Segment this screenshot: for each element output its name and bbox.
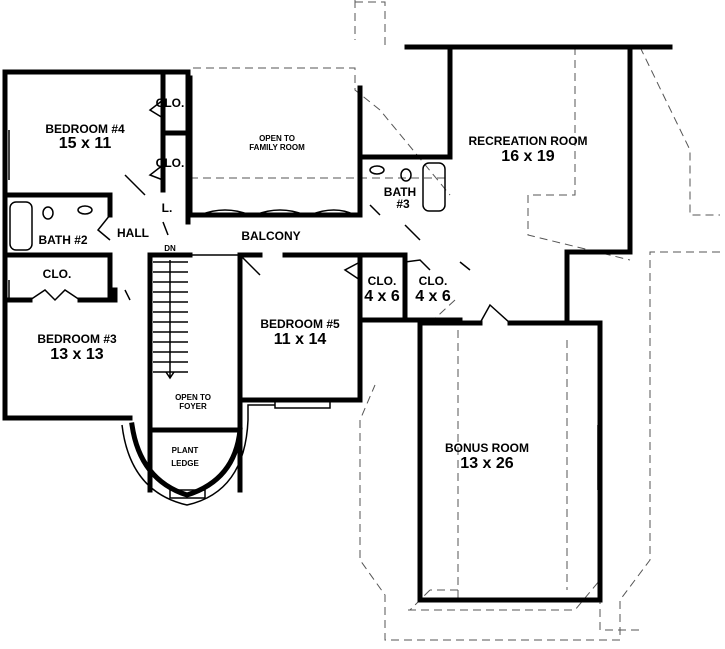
sink-bath2: [77, 205, 93, 215]
sink-bath3: [369, 165, 385, 175]
closet-label: CLO.: [156, 156, 185, 170]
bath2-label: BATH #2: [38, 233, 87, 247]
bedroom4-size: 15 x 11: [59, 135, 112, 152]
stair-down-label: DN: [164, 244, 176, 253]
closet-label: CLO.: [43, 267, 72, 281]
bathtub-bath3: [422, 162, 446, 212]
open-to-foyer-label: OPEN TO: [175, 393, 211, 402]
open-to-family-room-label: OPEN TO: [259, 134, 295, 143]
doors: [29, 99, 511, 324]
recreation-room-size: 16 x 19: [501, 148, 554, 165]
bathtub-bath2: [9, 201, 33, 251]
roof-lines: [190, 0, 720, 641]
plant-ledge-label: PLANT: [172, 446, 199, 455]
bonus-room-name: BONUS ROOM: [445, 441, 529, 455]
closet-b-name: CLO.: [419, 274, 448, 288]
bath3-label: BATH: [384, 185, 416, 199]
bedroom3-size: 13 x 13: [50, 346, 103, 363]
bedroom5-name: BEDROOM #5: [260, 317, 340, 331]
hall-label: HALL: [117, 226, 149, 240]
closet-label: CLO.: [156, 96, 185, 110]
bonus-room-size: 13 x 26: [460, 455, 513, 472]
staircase: [153, 254, 238, 380]
closet-a-name: CLO.: [368, 274, 397, 288]
fixtures: [9, 162, 446, 251]
recreation-room-name: RECREATION ROOM: [468, 134, 587, 148]
plant-ledge-label: LEDGE: [171, 459, 199, 468]
bedroom5-size: 11 x 14: [274, 331, 327, 348]
bedroom3-name: BEDROOM #3: [37, 332, 117, 346]
toilet-bath3: [400, 168, 412, 182]
open-to-family-room-label: FAMILY ROOM: [249, 143, 305, 152]
balcony-label: BALCONY: [241, 229, 300, 243]
closet-b-size: 4 x 6: [415, 288, 451, 305]
closet-a-size: 4 x 6: [364, 288, 400, 305]
bath3-label: #3: [396, 197, 410, 211]
linen-label: L.: [162, 201, 173, 215]
open-to-foyer-label: FOYER: [179, 402, 207, 411]
toilet-bath2: [42, 206, 54, 220]
room-labels: BEDROOM #4 15 x 11 CLO. CLO. OPEN TO FAM…: [37, 96, 587, 472]
walls: [2, 44, 673, 603]
bedroom4-name: BEDROOM #4: [45, 122, 125, 136]
